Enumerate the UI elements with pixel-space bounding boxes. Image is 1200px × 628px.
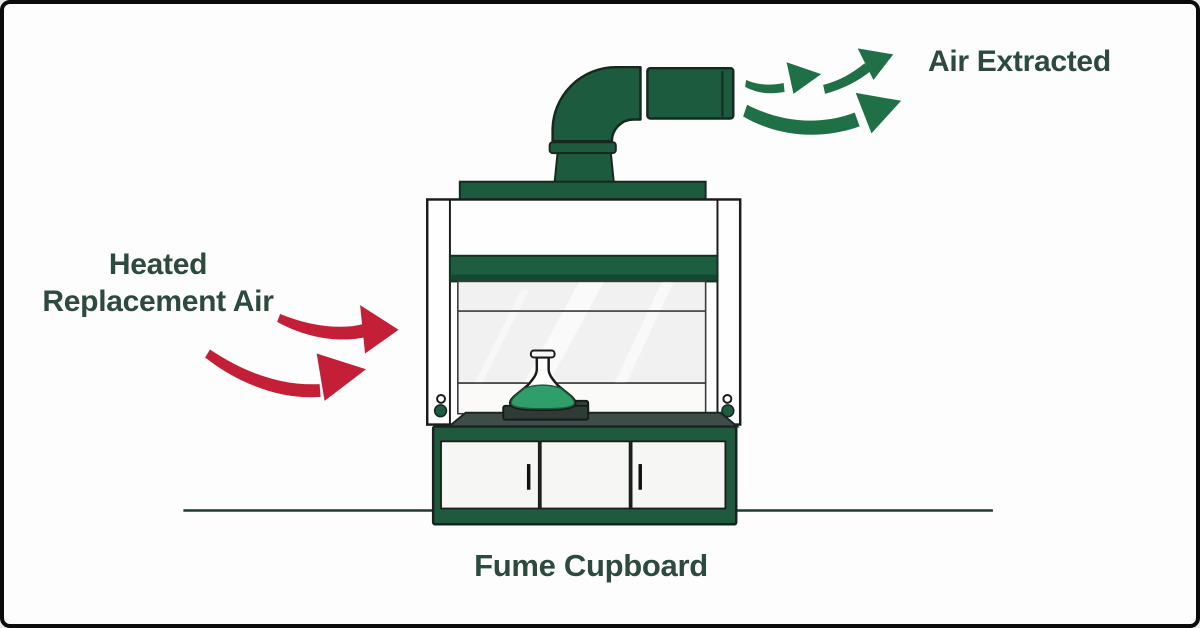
sash-glass [457,280,707,415]
door-handle-right [638,464,642,490]
inflow-arrows-icon [205,305,399,401]
inflow-label-line1: Heated [108,248,208,281]
sash-knobs [433,393,735,418]
inflow-label: Heated Replacement Air [42,247,273,320]
duct-stack [553,152,615,184]
fume-cupboard-illustration [183,48,993,526]
cabinet-door-right [630,440,727,510]
flask-icon [502,349,590,421]
outflow-label: Air Extracted [928,45,1111,78]
flask-liquid [510,384,576,410]
door-handle-left [526,464,531,490]
inflow-label-line2: Replacement Air [42,284,274,318]
cabinet-door-middle [539,440,631,510]
duct-plinth [458,180,707,202]
duct-collar [548,141,617,155]
duct-outlet [646,66,735,120]
extract-arrows-icon [743,48,902,135]
diagram-caption: Fume Cupboard [474,548,708,583]
flask-rim [529,349,556,359]
exhaust-duct [458,65,735,202]
worktop [446,411,740,428]
duct-elbow [551,65,642,143]
cabinet-door-left [440,440,540,510]
base-cabinet [431,425,738,526]
